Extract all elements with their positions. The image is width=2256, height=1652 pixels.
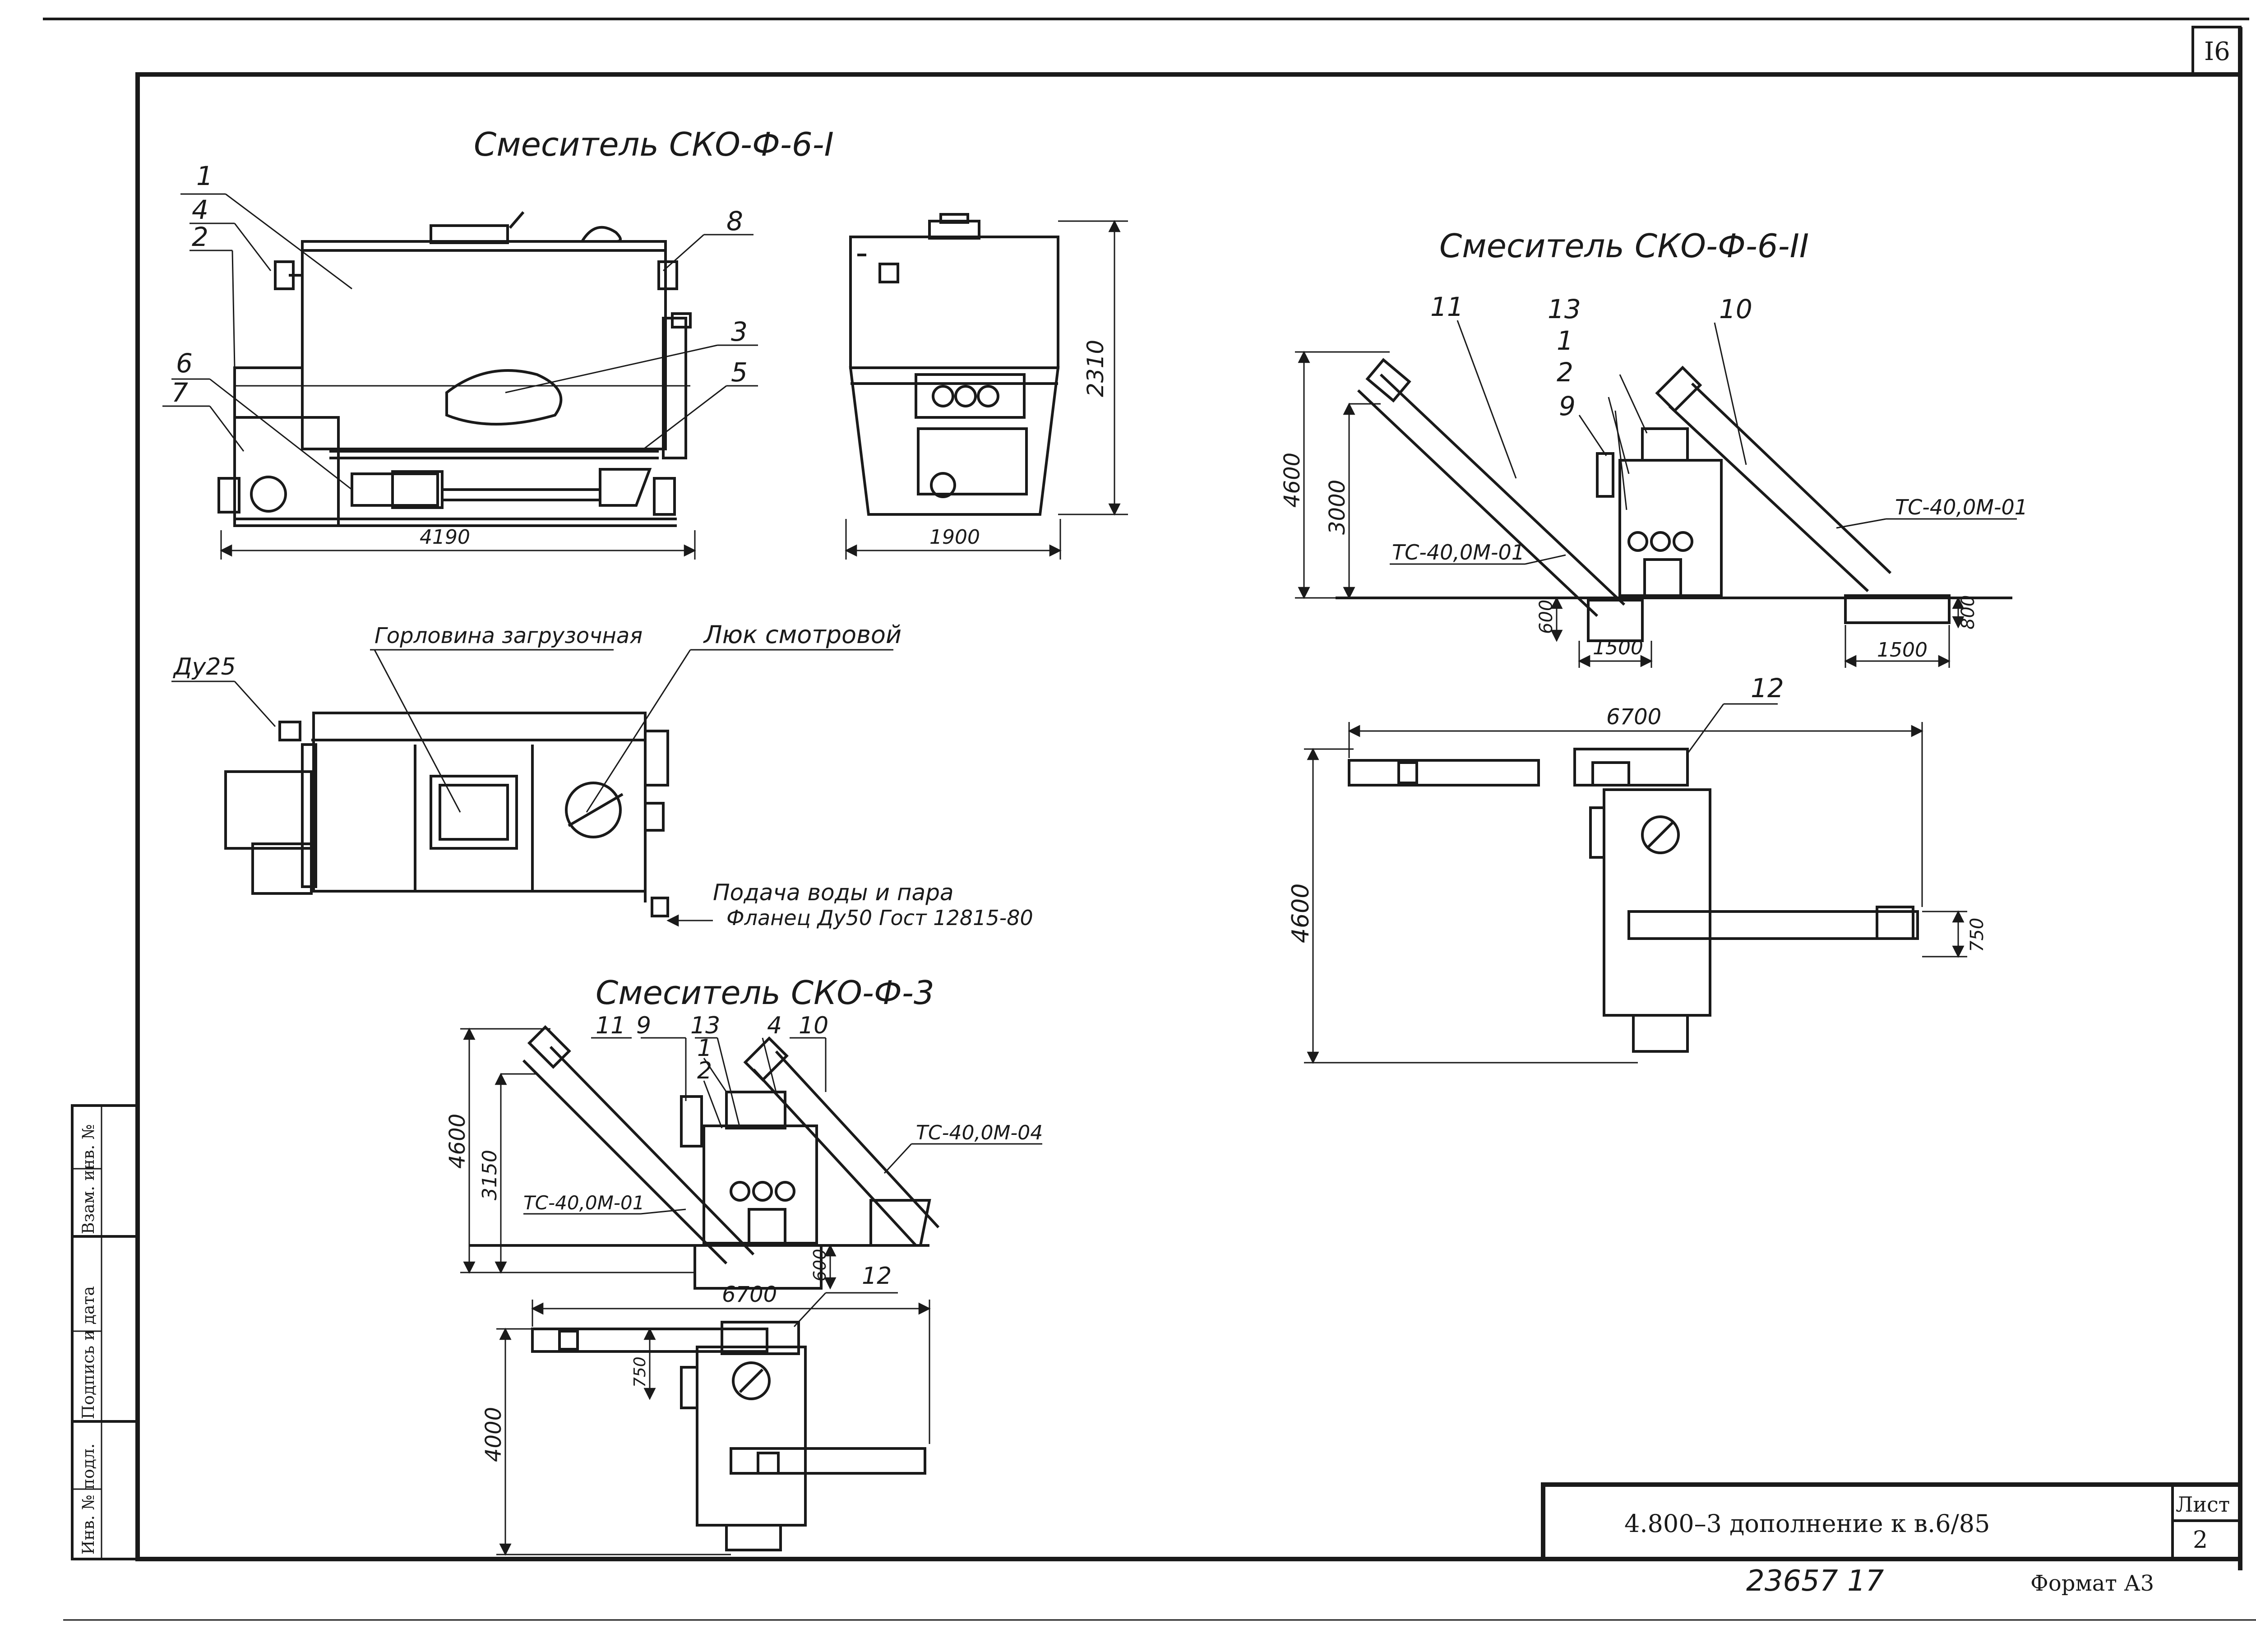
view2-dim-600: 600 (1536, 600, 1557, 634)
view3-callout-13: 13 (690, 1012, 720, 1039)
title-block (1541, 1482, 2242, 1561)
mixer2-side-view (1336, 358, 2012, 642)
mixer-end-view (849, 213, 1060, 516)
plan2-dim-6700: 6700 (1606, 704, 1661, 730)
view2-conveyor-left: ТС-40,0М-01 (1392, 540, 1525, 565)
format-label: Формат А3 (2030, 1571, 2154, 1596)
corner-sheet-number: I6 (2204, 37, 2230, 66)
label-du25: Ду25 (173, 653, 236, 680)
view3-callout-10: 10 (799, 1012, 828, 1039)
label-inspection-hatch: Люк смотровой (703, 620, 901, 649)
view3-dimensions (460, 1027, 1042, 1290)
sheet-frame (43, 18, 2256, 1621)
plan1-leader-lines (171, 649, 893, 927)
view2-title: Смеситель СКО-Ф-6-II (1439, 227, 1809, 265)
view3-conveyor-right: ТС-40,0М-04 (916, 1121, 1043, 1144)
view1-width-dimension (220, 530, 696, 560)
label-water-steam-feed: Подача воды и пара (713, 879, 954, 906)
view1-callout-1: 1 (196, 161, 213, 191)
view3-callout-9: 9 (636, 1012, 651, 1039)
view2-conveyor-right: ТС-40,0М-01 (1895, 495, 2028, 519)
view2-dim-3000: 3000 (1325, 480, 1350, 535)
view1-height-value: 2310 (1082, 340, 1109, 397)
sheet-number: 2 (2193, 1527, 2208, 1554)
plan3-dim-750: 750 (631, 1356, 649, 1388)
view3-conveyor-left: ТС-40,0М-01 (523, 1192, 645, 1214)
plan2-dim-4600: 4600 (1287, 884, 1314, 943)
view1-callout-2: 2 (192, 222, 208, 252)
view2-callout-10: 10 (1719, 294, 1752, 324)
plan3-dim-4000: 4000 (481, 1407, 506, 1462)
view2-dim-800: 800 (1958, 595, 1979, 629)
view3-title: Смеситель СКО-Ф-3 (596, 974, 934, 1012)
stamp-cell-inv: Инв. № подл. (79, 1444, 98, 1555)
stamp-cell-sign: Подпись и дата (79, 1286, 98, 1419)
plan3-dimensions (496, 1292, 931, 1556)
stamp-cell-repl: Взам. инв. № (79, 1124, 98, 1234)
view1-width-value: 4190 (420, 526, 470, 549)
doc-number: 23657 17 (1746, 1564, 1884, 1598)
label-flange: Фланец Ду50 Гост 12815-80 (726, 906, 1033, 930)
view1-callout-7: 7 (171, 377, 188, 408)
view3-dim-4600: 4600 (445, 1114, 470, 1169)
view2-callout-1: 1 (1557, 325, 1573, 356)
view2-dimensions (1295, 320, 2017, 668)
view2-dim-4600: 4600 (1280, 453, 1305, 508)
view2-callout-9: 9 (1559, 391, 1576, 421)
view1-callout-5: 5 (731, 357, 748, 388)
view1-callout-4: 4 (192, 194, 208, 225)
view3-callout-11: 11 (596, 1012, 625, 1039)
view1-callout-6: 6 (176, 348, 193, 379)
view3-callout-1: 1 (697, 1035, 712, 1062)
view1-title: Смеситель СКО-Ф-6-I (474, 125, 834, 163)
view2-callout-2: 2 (1557, 357, 1573, 388)
view3-callout-4: 4 (767, 1012, 782, 1039)
view3-dim-600: 600 (810, 1249, 830, 1282)
mixer-side-callout-lines (162, 193, 758, 491)
mixer-side-view (217, 211, 692, 527)
mixer3-side-view (469, 1025, 940, 1290)
view1-callout-8: 8 (726, 206, 743, 236)
view2-callout-13: 13 (1548, 294, 1581, 324)
view2-callout-11: 11 (1430, 292, 1464, 322)
label-loading-neck: Горловина загрузочная (374, 623, 643, 648)
plan3-callout-12: 12 (862, 1263, 892, 1290)
plan2-dim-750: 750 (1967, 918, 1988, 952)
view1-callout-3: 3 (731, 316, 748, 347)
mixer-plan-view (224, 712, 669, 917)
plan2-dimensions (1304, 703, 1967, 1064)
view3-dim-3150: 3150 (478, 1150, 501, 1200)
side-stamp (71, 1104, 139, 1560)
view1-end-dimensions (845, 220, 1128, 560)
plan2-callout-12: 12 (1751, 673, 1784, 703)
view2-dim-1500-left: 1500 (1593, 636, 1643, 659)
mixer2-plan-view (1348, 748, 1919, 1053)
view1-end-width-value: 1900 (929, 526, 980, 549)
view3-callout-2: 2 (697, 1057, 712, 1084)
designation: 4.800–3 дополнение к в.6/85 (1624, 1509, 1990, 1538)
mixer3-plan-view (531, 1321, 926, 1551)
view2-dim-1500-right: 1500 (1877, 639, 1928, 662)
sheet-label: Лист (2176, 1492, 2230, 1517)
plan3-dim-6700: 6700 (722, 1282, 777, 1307)
